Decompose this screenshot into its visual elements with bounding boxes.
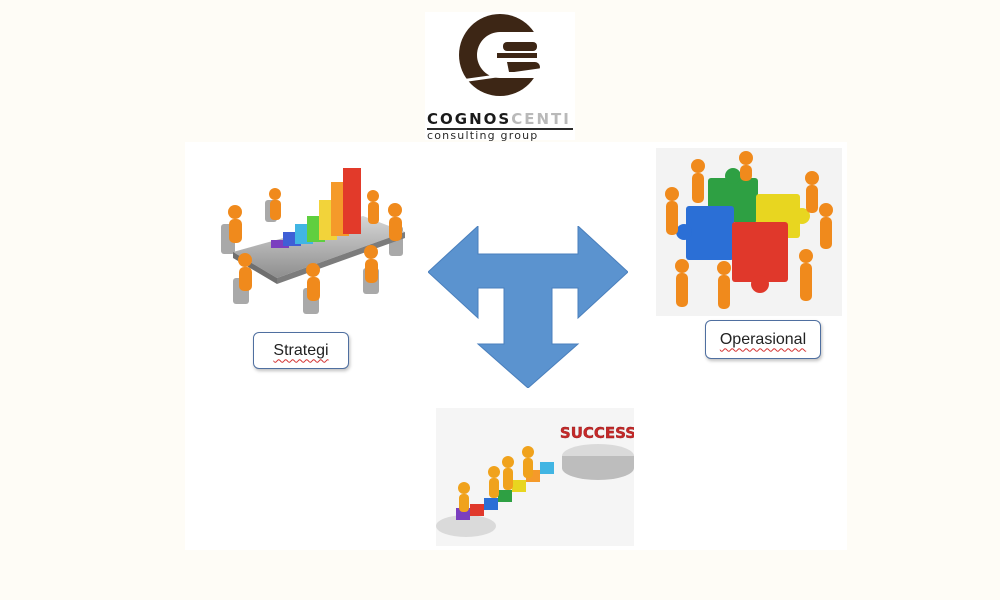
success-sign-text: SUCCESS (560, 424, 634, 442)
logo-divider (427, 128, 573, 130)
business-meeting-chart-image (221, 168, 405, 314)
logo-word-light: CENTI (511, 110, 571, 128)
double-arrow-down-icon (428, 226, 628, 388)
logo-word-dark: COGNOS (427, 110, 512, 128)
logo-wordmark: COGNOSCENTI (427, 110, 575, 128)
strategy-label: Strategi (273, 341, 329, 359)
operational-label: Operasional (719, 330, 807, 348)
path-to-success-image: SUCCESS (436, 408, 634, 546)
strategy-label-box: Strategi (253, 332, 349, 369)
logo-tagline: consulting group (427, 129, 539, 142)
logo-mark-icon (457, 14, 543, 96)
team-puzzle-image (656, 148, 842, 316)
company-logo: COGNOSCENTI consulting group (425, 12, 575, 142)
operational-label-box: Operasional (705, 320, 821, 359)
